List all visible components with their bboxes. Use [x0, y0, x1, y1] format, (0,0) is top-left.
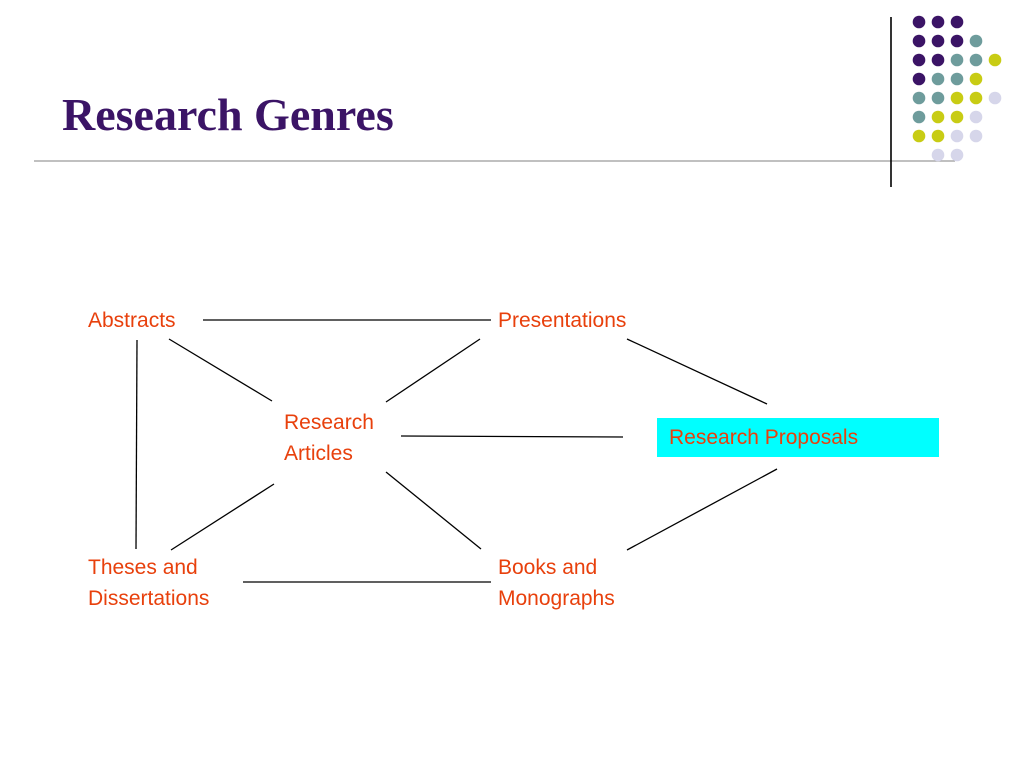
decorative-dot — [950, 91, 964, 105]
decorative-dot — [950, 148, 964, 162]
decorative-dot — [969, 129, 983, 143]
decorative-dot — [931, 148, 945, 162]
decorative-dot — [950, 34, 964, 48]
decorative-dot — [912, 91, 926, 105]
decorative-dot — [931, 15, 945, 29]
node-theses-label-line-2: Dissertations — [88, 587, 210, 610]
decorative-dot — [912, 129, 926, 143]
decorative-dot — [931, 129, 945, 143]
decorative-dot — [969, 53, 983, 67]
decorative-dot — [931, 91, 945, 105]
edge-research-articles-research-proposals — [400, 435, 624, 438]
edge-research-articles-books — [385, 471, 482, 550]
node-books-label-line-2: Monographs — [498, 587, 615, 610]
edge-research-articles-theses — [170, 483, 275, 551]
decorative-dot — [950, 15, 964, 29]
dot-grid-ornament — [912, 15, 1002, 162]
decorative-dot — [912, 15, 926, 29]
node-research-proposals-label: Research Proposals — [669, 426, 859, 449]
decorative-dot — [912, 110, 926, 124]
decorative-dot — [969, 91, 983, 105]
node-research-articles: Research Articles — [284, 407, 374, 469]
decorative-dot — [950, 110, 964, 124]
decorative-dot — [988, 91, 1002, 105]
node-abstracts: Abstracts — [88, 305, 176, 336]
decorative-dot — [931, 53, 945, 67]
node-research-articles-label-line-1: Research — [284, 411, 374, 434]
edge-presentations-research-proposals — [626, 338, 768, 405]
node-research-articles-label-line-2: Articles — [284, 442, 353, 465]
node-research-proposals: Research Proposals — [657, 418, 939, 457]
node-presentations-label: Presentations — [498, 309, 627, 332]
edge-presentations-research-articles — [385, 338, 481, 403]
node-theses-label-line-1: Theses and — [88, 556, 198, 579]
decorative-dot — [931, 110, 945, 124]
decorative-dot — [950, 129, 964, 143]
decorative-dot — [931, 34, 945, 48]
edge-abstracts-research-articles — [168, 338, 273, 402]
decorative-dot — [931, 72, 945, 86]
node-presentations: Presentations — [498, 305, 626, 336]
decorative-dot — [988, 53, 1002, 67]
decorative-dot — [912, 34, 926, 48]
node-abstracts-label: Abstracts — [88, 309, 176, 332]
decorative-dot — [950, 53, 964, 67]
decorative-dot — [912, 53, 926, 67]
decorative-dot — [969, 34, 983, 48]
edge-abstracts-theses — [135, 339, 138, 550]
decorative-dot — [950, 72, 964, 86]
node-theses-and-dissertations: Theses and Dissertations — [88, 552, 209, 614]
decorative-dot — [969, 110, 983, 124]
edge-books-research-proposals — [626, 468, 778, 551]
node-books-label-line-1: Books and — [498, 556, 598, 579]
decorative-dot — [969, 72, 983, 86]
slide-title: Research Genres — [62, 89, 394, 140]
decorative-dot — [912, 72, 926, 86]
node-books-and-monographs: Books and Monographs — [498, 552, 615, 614]
